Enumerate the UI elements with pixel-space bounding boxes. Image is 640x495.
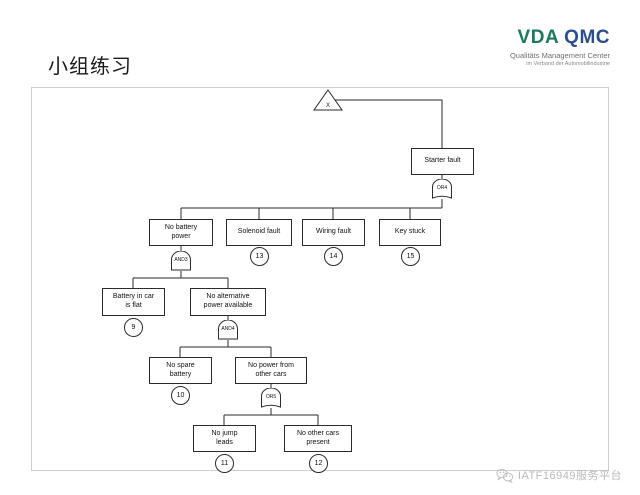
basic-event-10-number: 10	[176, 392, 185, 399]
gate-or4[interactable]: OR4	[431, 179, 453, 199]
node-no-other-cars-present[interactable]: No other cars present	[284, 425, 352, 452]
node-no-spare-battery[interactable]: No spare battery	[149, 357, 212, 384]
basic-event-15[interactable]: 15	[401, 247, 420, 266]
node-battery-in-car-is-flat-label: Battery in car is flat	[112, 293, 155, 309]
gate-or5[interactable]: OR5	[260, 388, 282, 408]
gate-or5-label: OR5	[265, 393, 277, 400]
basic-event-14-number: 14	[329, 253, 338, 260]
node-no-power-other-cars-label: No power from other cars	[248, 361, 294, 378]
node-battery-in-car-is-flat[interactable]: Battery in car is flat	[102, 288, 165, 316]
and-gate-icon	[171, 251, 191, 271]
basic-event-12[interactable]: 12	[309, 454, 328, 473]
and-gate-icon	[218, 320, 238, 340]
node-starter-fault-label: Starter fault	[424, 157, 461, 165]
basic-event-13-number: 13	[255, 253, 264, 260]
or-gate-icon	[432, 179, 452, 199]
gate-and3-label: AND3	[174, 256, 188, 263]
node-no-other-cars-present-label: No other cars present	[296, 429, 340, 446]
gate-or4-label: OR4	[436, 184, 448, 191]
node-key-stuck-label: Key stuck	[394, 228, 426, 236]
node-no-battery-power[interactable]: No battery power	[149, 219, 213, 246]
gate-and3[interactable]: AND3	[170, 251, 192, 271]
node-no-alternative-power[interactable]: No alternative power available	[190, 288, 266, 316]
basic-event-11[interactable]: 11	[215, 454, 234, 473]
gate-and4[interactable]: AND4	[217, 320, 239, 340]
connector-lines	[132, 99, 443, 425]
node-no-alternative-power-label: No alternative power available	[203, 293, 253, 309]
or-gate-icon	[261, 388, 281, 408]
diagram-canvas: X Starter fault OR4 No battery power Sol…	[31, 87, 610, 473]
node-starter-fault[interactable]: Starter fault	[411, 148, 474, 175]
node-solenoid-fault[interactable]: Solenoid fault	[226, 219, 292, 246]
node-no-jump-leads-label: No jump leads	[211, 429, 238, 446]
node-no-jump-leads[interactable]: No jump leads	[193, 425, 256, 452]
basic-event-15-number: 15	[406, 253, 415, 260]
basic-event-9-number: 9	[131, 324, 136, 331]
logo-subtitle-primary: Qualitäts Management Center	[509, 51, 610, 60]
fault-tree-diagram: X Starter fault OR4 No battery power Sol…	[32, 88, 610, 473]
basic-event-11-number: 11	[220, 460, 229, 467]
basic-event-13[interactable]: 13	[250, 247, 269, 266]
node-wiring-fault[interactable]: Wiring fault	[302, 219, 365, 246]
node-key-stuck[interactable]: Key stuck	[379, 219, 441, 246]
logo-qmc-text: QMC	[564, 27, 610, 48]
transfer-in-symbol[interactable]: X	[313, 89, 343, 111]
node-no-power-other-cars[interactable]: No power from other cars	[235, 357, 307, 384]
logo-vda-text: VDA	[517, 27, 560, 48]
gate-and4-label: AND4	[221, 325, 235, 332]
page-title: 小组练习	[48, 56, 132, 78]
wechat-icon	[496, 468, 513, 483]
node-no-spare-battery-label: No spare battery	[166, 361, 195, 378]
triangle-icon	[313, 89, 343, 111]
watermark: IATF16949服务平台	[496, 467, 622, 483]
transfer-label: X	[325, 103, 330, 109]
node-no-battery-power-label: No battery power	[164, 223, 198, 240]
watermark-text: IATF16949服务平台	[517, 470, 622, 482]
basic-event-12-number: 12	[314, 460, 323, 467]
basic-event-9[interactable]: 9	[124, 318, 143, 337]
node-wiring-fault-label: Wiring fault	[315, 228, 351, 236]
basic-event-10[interactable]: 10	[171, 386, 190, 405]
basic-event-14[interactable]: 14	[324, 247, 343, 266]
logo-subtitle-secondary: im Verband der Automobilindustrie	[526, 60, 610, 67]
node-solenoid-fault-label: Solenoid fault	[237, 228, 281, 236]
